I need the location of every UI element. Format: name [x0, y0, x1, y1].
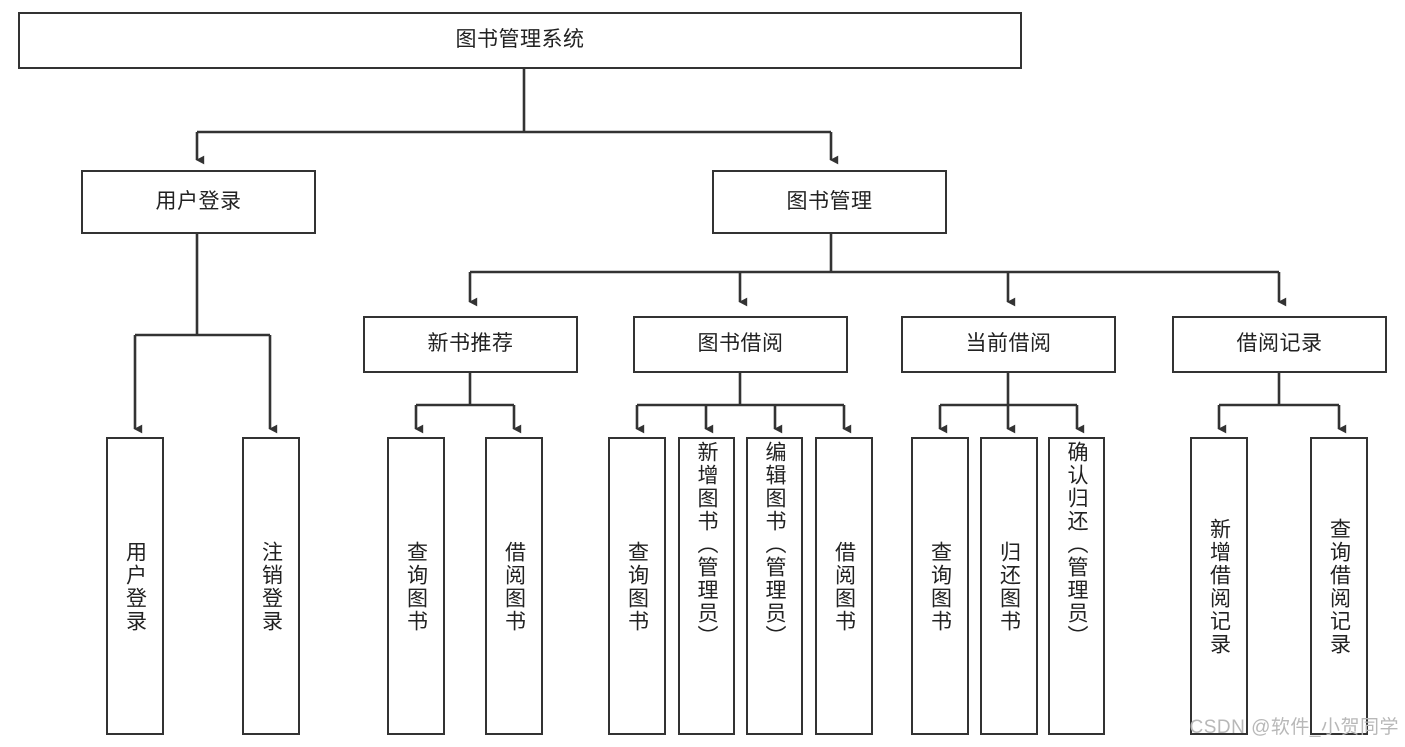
node-root[interactable]: 图书管理系统 [18, 12, 1022, 69]
leaf-add-book-admin[interactable]: 新增图书（管理员） [678, 437, 735, 735]
leaf-user-login[interactable]: 用户登录 [106, 437, 164, 735]
leaf-add-borrow-record[interactable]: 新增借阅记录 [1190, 437, 1248, 735]
node-new-book-recommend[interactable]: 新书推荐 [363, 316, 578, 373]
leaf-borrow-book-borrow[interactable]: 借阅图书 [815, 437, 873, 735]
leaf-query-borrow-record-label: 查询借阅记录 [1327, 518, 1351, 656]
leaf-confirm-return-admin-label: 确认归还（管理员） [1065, 441, 1088, 648]
leaf-return-book[interactable]: 归还图书 [980, 437, 1038, 735]
leaf-query-book-borrow[interactable]: 查询图书 [608, 437, 666, 735]
leaf-query-book-newbook-label: 查询图书 [404, 541, 428, 633]
node-current-borrow[interactable]: 当前借阅 [901, 316, 1116, 373]
leaf-user-login-label: 用户登录 [123, 541, 147, 633]
leaf-query-book-borrow-label: 查询图书 [625, 541, 649, 633]
csdn-watermark: CSDN @软件_小贺同学 [1189, 717, 1399, 738]
leaf-logout-label: 注销登录 [259, 541, 283, 633]
leaf-logout[interactable]: 注销登录 [242, 437, 300, 735]
leaf-query-borrow-record[interactable]: 查询借阅记录 [1310, 437, 1368, 735]
node-borrow-records-label: 借阅记录 [1236, 332, 1323, 356]
leaf-edit-book-admin[interactable]: 编辑图书（管理员） [746, 437, 803, 735]
node-book-borrow-label: 图书借阅 [697, 332, 784, 356]
node-borrow-records[interactable]: 借阅记录 [1172, 316, 1387, 373]
leaf-borrow-book-newbook-label: 借阅图书 [502, 541, 526, 633]
leaf-edit-book-admin-label: 编辑图书（管理员） [763, 441, 786, 648]
node-book-management[interactable]: 图书管理 [712, 170, 947, 234]
leaf-borrow-book-newbook[interactable]: 借阅图书 [485, 437, 543, 735]
node-user-login[interactable]: 用户登录 [81, 170, 316, 234]
leaf-add-book-admin-label: 新增图书（管理员） [695, 441, 718, 648]
leaf-query-book-newbook[interactable]: 查询图书 [387, 437, 445, 735]
node-new-book-recommend-label: 新书推荐 [427, 332, 514, 356]
node-current-borrow-label: 当前借阅 [965, 332, 1052, 356]
leaf-confirm-return-admin[interactable]: 确认归还（管理员） [1048, 437, 1105, 735]
leaf-query-book-current-label: 查询图书 [928, 541, 952, 633]
leaf-query-book-current[interactable]: 查询图书 [911, 437, 969, 735]
leaf-borrow-book-borrow-label: 借阅图书 [832, 541, 856, 633]
leaf-add-borrow-record-label: 新增借阅记录 [1207, 518, 1231, 656]
leaf-return-book-label: 归还图书 [997, 541, 1021, 633]
node-root-label: 图书管理系统 [455, 28, 585, 52]
node-book-borrow[interactable]: 图书借阅 [633, 316, 848, 373]
node-book-management-label: 图书管理 [786, 189, 873, 213]
node-user-login-label: 用户登录 [155, 189, 242, 213]
